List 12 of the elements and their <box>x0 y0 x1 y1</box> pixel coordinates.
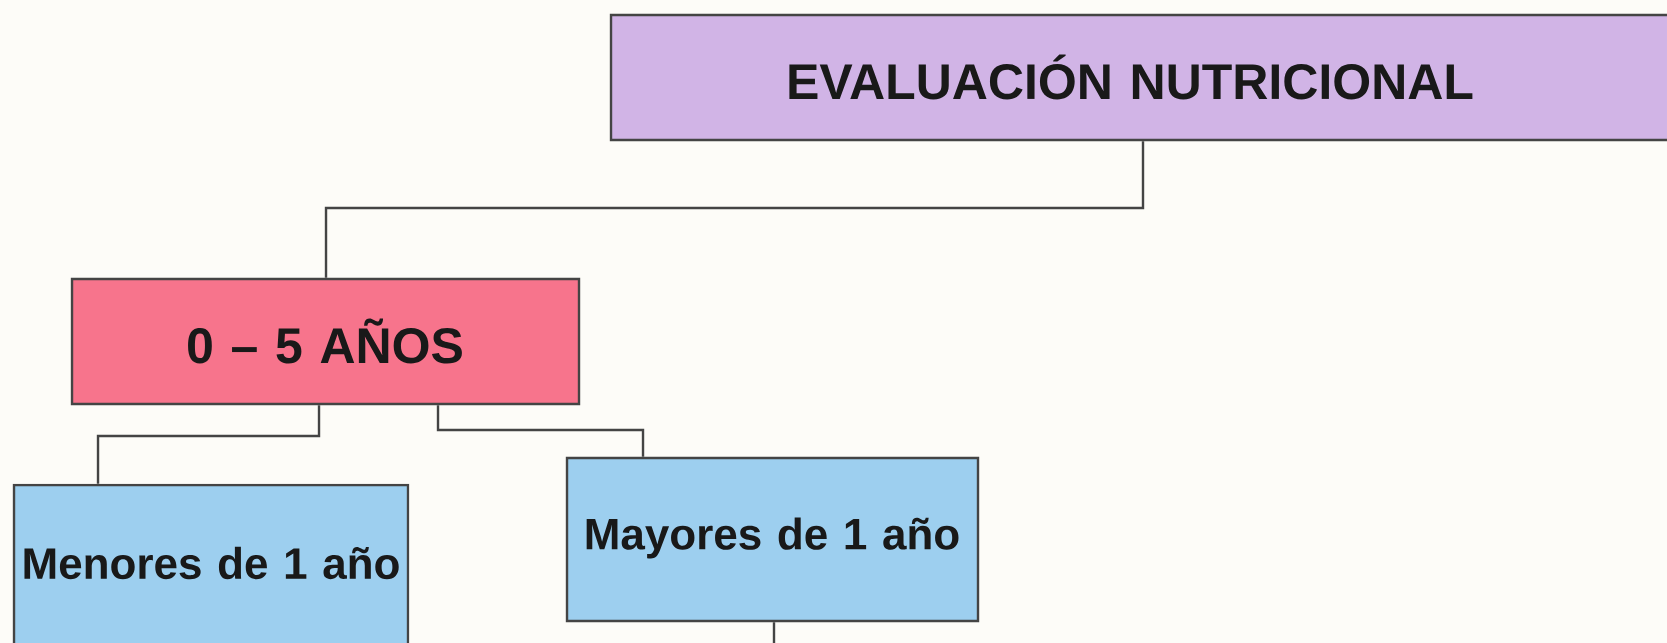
connector-line <box>324 141 1145 278</box>
box-label: EVALUACIÓN NUTRICIONAL <box>789 54 1473 100</box>
connector-line <box>436 405 645 457</box>
connector-line <box>96 405 321 484</box>
connector-line <box>772 622 776 643</box>
process-box <box>609 13 1667 142</box>
process-box <box>565 456 980 623</box>
process-box <box>12 483 410 643</box>
process-box <box>70 277 581 406</box>
box-label: 0 – 5 AÑOS <box>188 318 462 364</box>
box-label: Mayores de 1 año <box>586 517 959 559</box>
box-label: Menores de 1 año <box>24 546 399 580</box>
